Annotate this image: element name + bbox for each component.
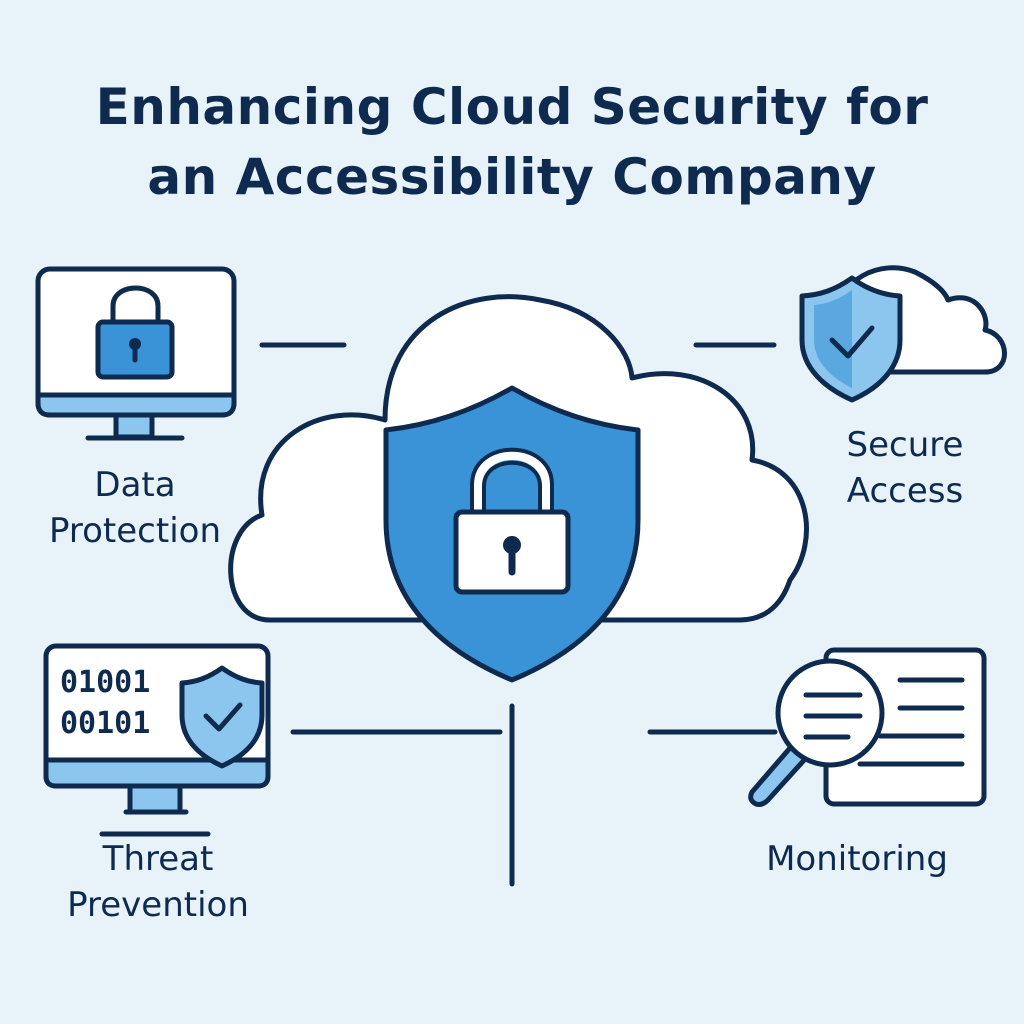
data-protection-label: Data Protection <box>20 462 250 554</box>
secure-access-line-1: Secure <box>846 425 964 465</box>
secure-access-line-2: Access <box>846 471 964 511</box>
cloud-shield-check-icon <box>799 265 1007 403</box>
document-magnifier-icon <box>748 647 987 807</box>
title-line-2: an Accessibility Company <box>147 148 877 206</box>
data-protection-line-1: Data <box>94 465 176 505</box>
binary-text-1: 01001 <box>60 665 150 700</box>
binary-text-2: 00101 <box>60 706 150 741</box>
cloud-shield-lock-icon <box>228 294 809 683</box>
threat-prevention-label: Threat Prevention <box>40 836 276 928</box>
title-line-1: Enhancing Cloud Security for <box>95 78 929 136</box>
connector-lines <box>259 342 778 887</box>
monitoring-label: Monitoring <box>766 839 948 879</box>
monitor-binary-shield-icon <box>43 643 271 837</box>
threat-prevention-line-1: Threat <box>102 839 214 879</box>
secure-access-label: Secure Access <box>805 422 1005 514</box>
monitor-lock-icon <box>35 266 237 441</box>
data-protection-line-2: Protection <box>48 511 221 551</box>
threat-prevention-line-2: Prevention <box>67 885 249 925</box>
